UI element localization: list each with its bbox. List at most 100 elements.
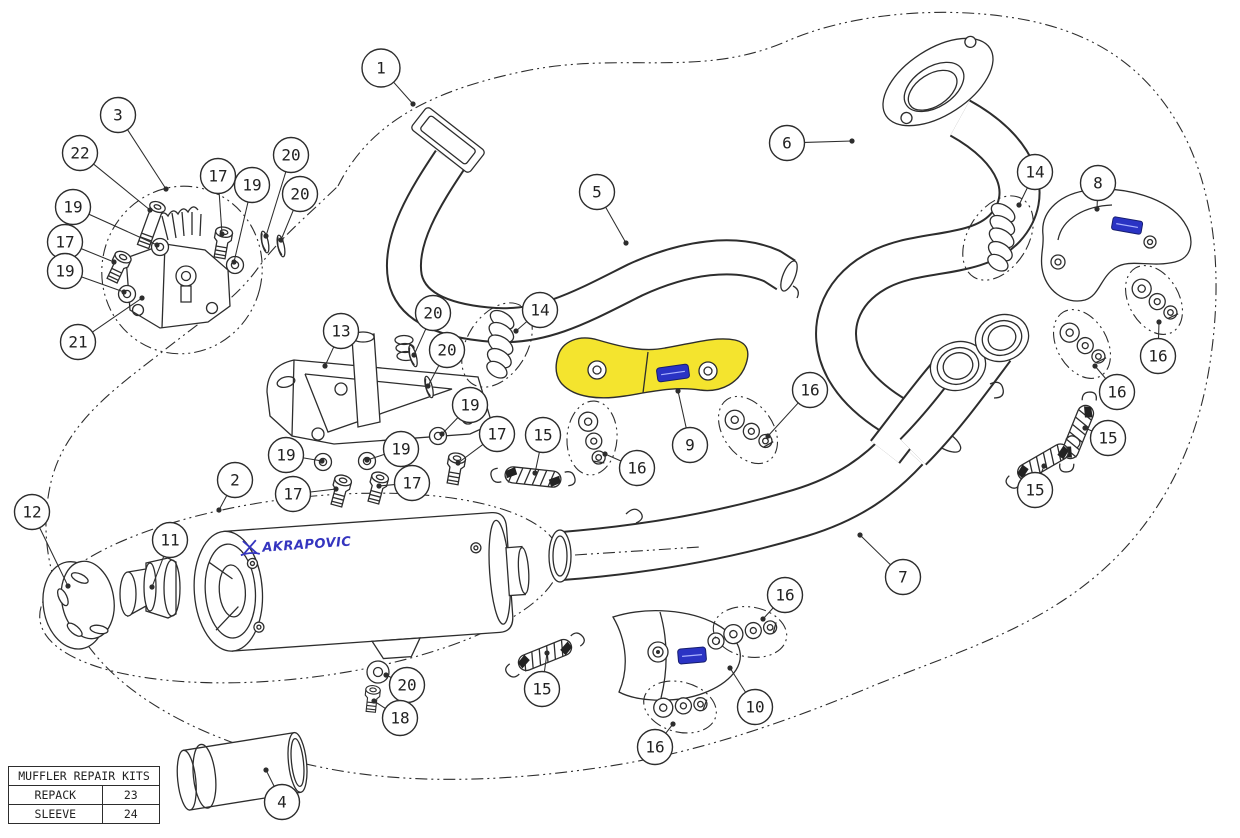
svg-text:21: 21 [68,333,87,352]
callout-20: 20 [263,136,310,239]
svg-text:15: 15 [533,426,552,445]
boundary-bracket-kit [101,185,263,355]
callout-4: 4 [263,767,301,821]
part-washer [117,284,137,304]
callout-19: 19 [54,188,160,248]
svg-text:19: 19 [55,262,74,281]
part-heat-shield-right [1040,188,1192,302]
part-link-pipe-collector [548,313,1030,583]
callout-20: 20 [425,331,466,389]
svg-text:20: 20 [290,185,309,204]
svg-text:1: 1 [376,59,386,78]
table-row: SLEEVE 24 [8,804,161,824]
part-bolt [327,472,354,509]
callout-19: 19 [267,436,325,474]
callout-17: 17 [274,475,339,513]
svg-text:10: 10 [745,698,764,717]
callout-19: 19 [364,430,420,468]
svg-text:4: 4 [277,793,287,812]
callout-14: 14 [1016,153,1054,208]
svg-text:14: 14 [530,301,549,320]
part-muffler: AKRAPOVIC [193,512,530,660]
table-title: MUFFLER REPAIR KITS [8,766,160,786]
callout-8: 8 [1079,164,1117,212]
part-header-pipe [385,107,799,344]
callout-20: 20 [411,294,452,358]
svg-text:19: 19 [391,440,410,459]
callout-16: 16 [1092,363,1136,411]
callout-21: 21 [59,295,145,361]
svg-text:17: 17 [55,233,74,252]
svg-text:19: 19 [460,396,479,415]
part-bolt-long [136,200,166,250]
muffler-repair-kits-table: MUFFLER REPAIR KITS REPACK 23 SLEEVE 24 [8,766,161,824]
part-bolt-short [363,684,382,714]
callout-15: 15 [1082,419,1127,457]
svg-text:19: 19 [242,176,261,195]
kit-label: SLEEVE [8,804,103,824]
svg-text:9: 9 [685,436,695,455]
callout-15: 15 [524,416,562,476]
part-flat-washer [366,660,390,684]
svg-text:15: 15 [1025,481,1044,500]
svg-text:3: 3 [113,106,123,125]
svg-text:15: 15 [532,680,551,699]
callout-11: 11 [149,521,189,590]
callout-17: 17 [46,223,117,265]
svg-text:20: 20 [397,676,416,695]
callout-3: 3 [99,96,169,192]
callout-15: 15 [1016,463,1054,509]
part-heat-shield-lower [612,610,741,701]
svg-text:19: 19 [276,446,295,465]
callout-20: 20 [278,175,319,243]
callout-16: 16 [636,721,676,766]
callout-17: 17 [376,464,431,502]
svg-text:16: 16 [1107,383,1126,402]
callout-19: 19 [439,386,489,437]
svg-text:16: 16 [775,586,794,605]
svg-text:13: 13 [331,322,350,341]
part-washer-set [1113,254,1195,346]
callout-18: 18 [371,698,419,737]
svg-text:17: 17 [402,474,421,493]
table-row: REPACK 23 [8,785,161,805]
callout-9: 9 [671,388,709,464]
svg-text:14: 14 [1025,163,1044,182]
svg-text:17: 17 [283,485,302,504]
svg-text:16: 16 [645,738,664,757]
svg-text:18: 18 [390,709,409,728]
callout-1: 1 [361,48,416,107]
part-washer-set [705,384,791,476]
callout-16: 16 [765,371,829,439]
callout-17: 17 [199,157,237,237]
callout-19: 19 [46,252,127,295]
akrapovic-logo-text: AKRAPOVIC [261,535,352,556]
svg-text:16: 16 [800,381,819,400]
svg-text:20: 20 [423,304,442,323]
svg-text:16: 16 [1148,347,1167,366]
callout-13: 13 [322,312,360,369]
part-bolt [443,451,467,486]
callout-22: 22 [61,134,153,213]
callout-16: 16 [602,449,656,487]
svg-text:6: 6 [782,134,792,153]
svg-text:17: 17 [208,167,227,186]
part-end-cap [42,560,115,650]
callout-5: 5 [578,173,629,246]
svg-text:16: 16 [627,459,646,478]
akrapovic-scorpion-icon [240,539,261,557]
svg-text:15: 15 [1098,429,1117,448]
callout-16: 16 [1139,319,1177,375]
callout-10: 10 [727,665,774,726]
callout-2: 2 [216,461,254,513]
kit-number: 24 [101,804,161,824]
callout-20: 20 [383,666,426,704]
part-bracket-small [125,206,231,329]
svg-text:11: 11 [160,531,179,550]
callout-16: 16 [760,576,804,622]
svg-text:8: 8 [1093,174,1103,193]
part-washer [150,237,170,257]
